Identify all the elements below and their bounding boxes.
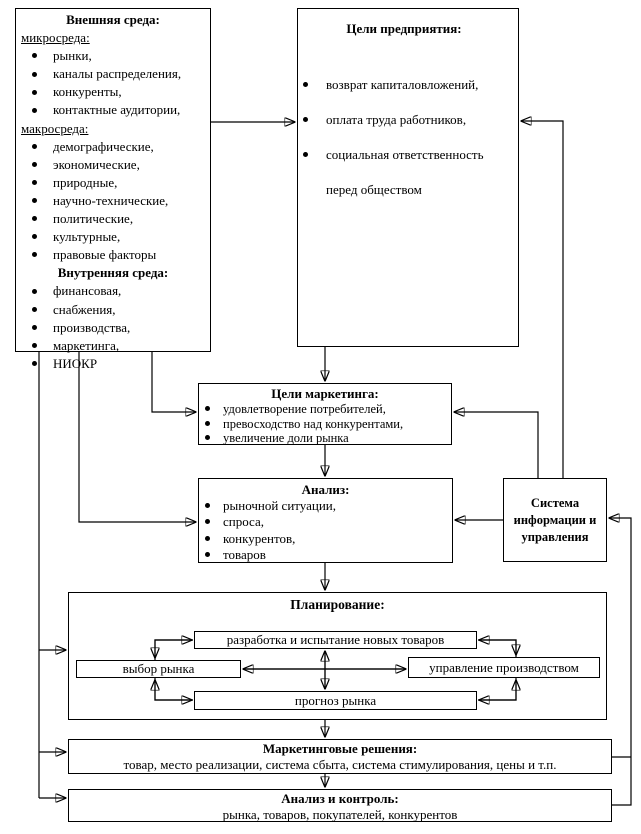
macroenvironment-label: макросреда:	[21, 120, 89, 136]
list-item: спроса,	[199, 514, 452, 530]
list-item: рыночной ситуации,	[199, 498, 452, 514]
analysis-control-box: Анализ и контроль: рынка, товаров, покуп…	[68, 789, 612, 822]
list-item: контактные аудитории,	[16, 101, 210, 119]
marketing-goals-list: удовлетворение потребителей,превосходств…	[199, 402, 451, 446]
internal-environment-title: Внутренняя среда:	[57, 265, 169, 281]
marketing-decisions-title: Маркетинговые решения:	[262, 741, 418, 756]
list-item: товаров	[199, 547, 452, 563]
list-item: увеличение доли рынка	[199, 431, 451, 446]
list-item: каналы распределения,	[16, 65, 210, 83]
macroenvironment-list: демографические,экономические,природные,…	[16, 138, 210, 265]
market-choice-label: выбор рынка	[122, 661, 195, 676]
list-item: социальная ответственность перед обществ…	[298, 137, 510, 207]
analysis-box: Анализ: рыночной ситуации,спроса,конкуре…	[198, 478, 453, 563]
production-management-label: управление производством	[429, 659, 579, 675]
list-item: возврат капиталовложений,	[298, 67, 510, 102]
list-item: научно-технические,	[16, 192, 210, 210]
planning-title: Планирование:	[290, 597, 385, 612]
information-system-box: Система информации и управления	[503, 478, 607, 562]
internal-environment-list: финансовая,снабжения,производства,маркет…	[16, 282, 210, 372]
analysis-control-subtitle: рынка, товаров, покупателей, конкурентов	[222, 807, 458, 822]
list-item: конкурентов,	[199, 531, 452, 547]
enterprise-goals-list: возврат капиталовложений,оплата труда ра…	[298, 67, 510, 207]
microenvironment-label: микросреда:	[21, 30, 90, 46]
external-environment-box: Внешняя среда: микросреда: рынки,каналы …	[15, 8, 211, 371]
list-item: финансовая,	[16, 282, 210, 300]
marketing-goals-title: Цели маркетинга:	[271, 386, 379, 401]
list-item: политические,	[16, 210, 210, 228]
list-item: производства,	[16, 319, 210, 337]
marketing-goals-box: Цели маркетинга: удовлетворение потребит…	[198, 383, 452, 445]
list-item: природные,	[16, 174, 210, 192]
list-item: культурные,	[16, 228, 210, 246]
list-item: конкуренты,	[16, 83, 210, 101]
enterprise-goals-box: Цели предприятия: возврат капиталовложен…	[297, 8, 519, 347]
analysis-title: Анализ:	[301, 482, 350, 497]
market-choice-box: выбор рынка	[76, 660, 241, 678]
list-item: снабжения,	[16, 301, 210, 319]
analysis-control-title: Анализ и контроль:	[281, 791, 399, 806]
marketing-decisions-subtitle: товар, место реализации, система сбыта, …	[123, 757, 557, 772]
external-environment-title: Внешняя среда:	[66, 12, 160, 27]
list-item: экономические,	[16, 156, 210, 174]
new-products-box: разработка и испытание новых товаров	[194, 631, 477, 649]
analysis-list: рыночной ситуации,спроса,конкурентов,тов…	[199, 498, 452, 563]
list-item: рынки,	[16, 47, 210, 65]
new-products-label: разработка и испытание новых товаров	[226, 632, 445, 647]
list-item: НИОКР	[16, 355, 210, 373]
list-item: правовые факторы	[16, 246, 210, 264]
enterprise-goals-title: Цели предприятия:	[346, 21, 462, 36]
marketing-decisions-box: Маркетинговые решения: товар, место реал…	[68, 739, 612, 774]
list-item: оплата труда работников,	[298, 102, 510, 137]
microenvironment-list: рынки,каналы распределения,конкуренты,ко…	[16, 47, 210, 119]
market-forecast-box: прогноз рынка	[194, 691, 477, 710]
list-item: превосходство над конкурентами,	[199, 417, 451, 432]
information-system-title: Система информации и управления	[513, 495, 597, 544]
list-item: маркетинга,	[16, 337, 210, 355]
list-item: удовлетворение потребителей,	[199, 402, 451, 417]
production-management-box: управление производством	[408, 657, 600, 678]
market-forecast-label: прогноз рынка	[294, 692, 377, 708]
list-item: демографические,	[16, 138, 210, 156]
